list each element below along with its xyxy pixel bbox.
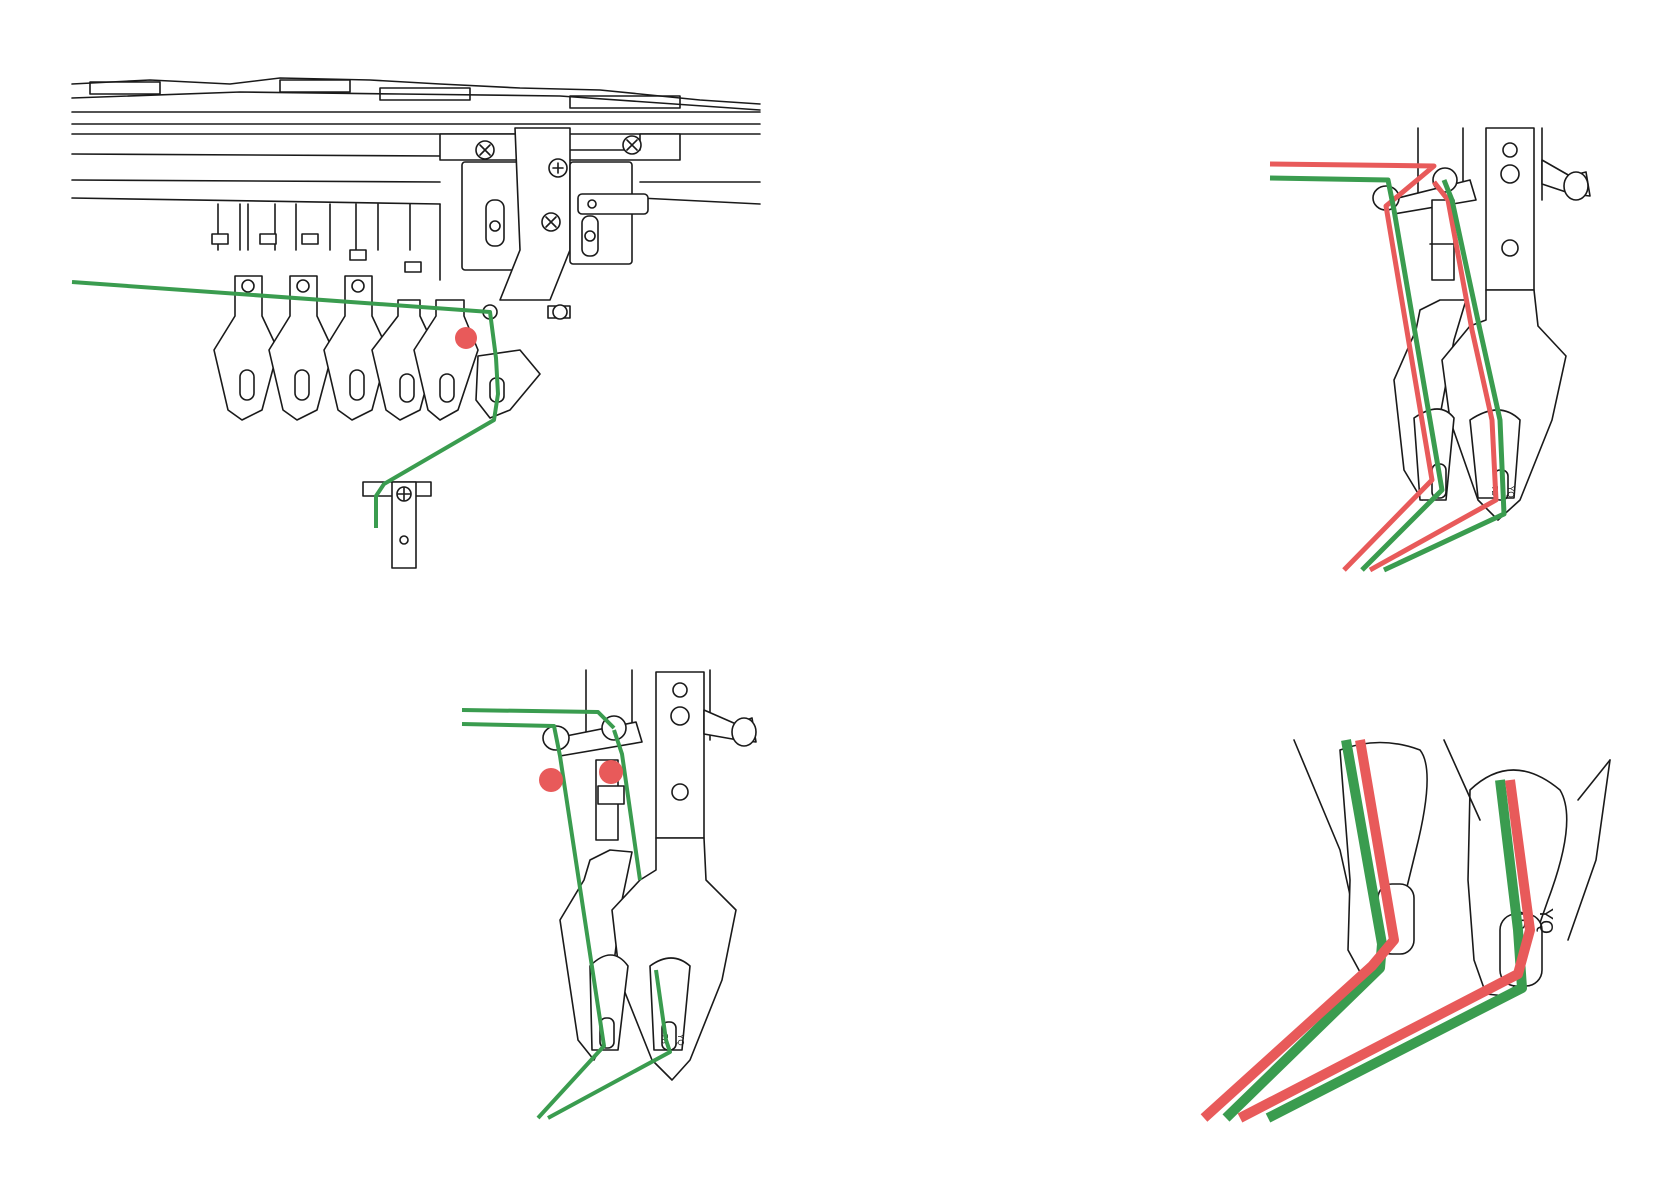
marker-dot-2	[599, 760, 623, 784]
panel-overview	[72, 78, 760, 568]
needle-mark-bottom: YQ	[1536, 908, 1556, 934]
panel-needle-eyes-closeup: 7B YQ	[1204, 740, 1610, 1118]
marker-dot-1	[539, 768, 563, 792]
needle-mark-bottom: YQ	[1506, 486, 1515, 498]
needle-clamp	[476, 350, 540, 418]
marker-dot	[455, 327, 477, 349]
panel-two-needles-markers: 7B YQ	[462, 670, 756, 1118]
thread-guide-bracket	[363, 482, 431, 568]
panel-two-needles-red-green: 7B YQ	[1270, 128, 1590, 570]
needle-mark-bottom: YQ	[676, 1034, 685, 1046]
